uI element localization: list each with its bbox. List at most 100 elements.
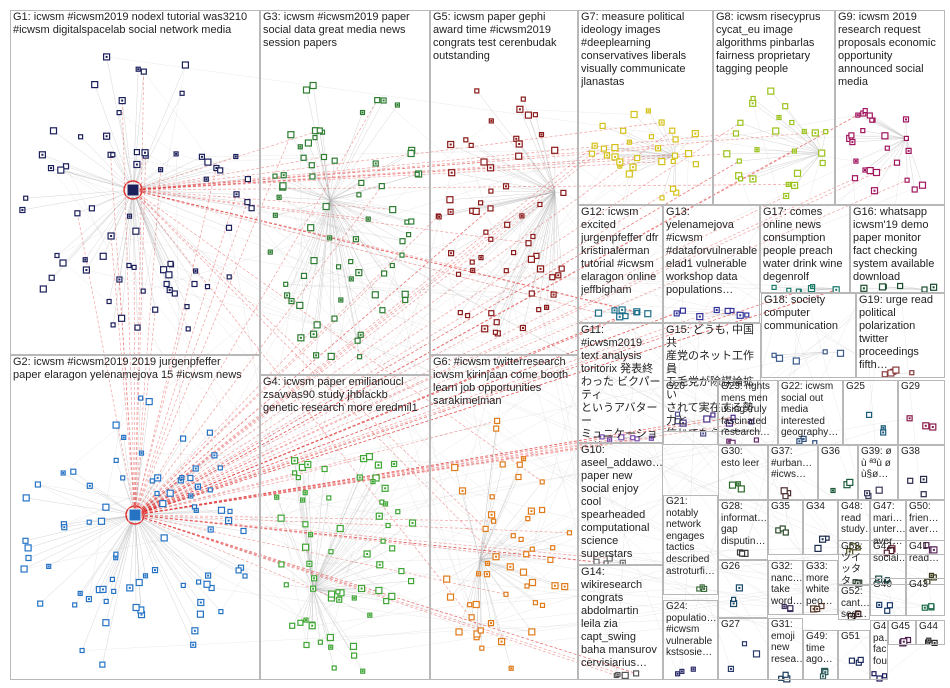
user-node[interactable]: [819, 159, 826, 167]
user-node[interactable]: [782, 671, 789, 678]
user-node[interactable]: [217, 167, 224, 174]
user-node[interactable]: [312, 135, 318, 141]
user-node[interactable]: [22, 537, 29, 544]
user-node[interactable]: [750, 95, 756, 102]
user-node[interactable]: [218, 608, 224, 615]
user-node[interactable]: [659, 195, 665, 201]
user-node[interactable]: [167, 260, 174, 267]
user-node[interactable]: [670, 158, 676, 164]
user-node[interactable]: [160, 266, 168, 274]
user-node[interactable]: [131, 264, 137, 270]
user-node[interactable]: [520, 96, 526, 102]
user-node[interactable]: [468, 614, 475, 621]
user-node[interactable]: [25, 554, 32, 562]
user-node[interactable]: [166, 489, 174, 497]
user-node[interactable]: [528, 290, 535, 297]
user-node[interactable]: [399, 252, 405, 258]
user-node[interactable]: [97, 517, 106, 525]
user-node[interactable]: [611, 144, 619, 152]
user-node[interactable]: [217, 506, 226, 514]
user-node[interactable]: [414, 171, 420, 177]
user-node[interactable]: [884, 607, 891, 614]
user-node[interactable]: [152, 306, 159, 313]
user-node[interactable]: [316, 127, 323, 134]
user-node[interactable]: [489, 494, 495, 500]
user-node[interactable]: [710, 412, 716, 418]
user-node[interactable]: [527, 255, 536, 263]
user-node[interactable]: [473, 630, 481, 638]
user-node[interactable]: [283, 582, 289, 588]
user-node[interactable]: [132, 227, 140, 235]
user-node[interactable]: [327, 352, 335, 360]
user-node[interactable]: [744, 312, 750, 318]
user-node[interactable]: [893, 159, 901, 166]
user-node[interactable]: [207, 487, 213, 493]
user-node[interactable]: [374, 96, 381, 104]
user-node[interactable]: [349, 642, 358, 651]
user-node[interactable]: [455, 628, 463, 636]
user-node[interactable]: [789, 119, 795, 126]
user-node[interactable]: [519, 568, 528, 576]
user-node[interactable]: [446, 196, 454, 204]
user-node[interactable]: [566, 530, 573, 536]
user-node[interactable]: [235, 567, 242, 574]
user-node[interactable]: [379, 307, 386, 314]
user-node[interactable]: [477, 627, 484, 634]
user-node[interactable]: [389, 206, 397, 214]
user-node[interactable]: [308, 162, 315, 169]
user-node[interactable]: [457, 310, 463, 316]
user-node[interactable]: [539, 602, 546, 609]
user-node[interactable]: [772, 127, 780, 135]
user-node[interactable]: [558, 265, 565, 272]
user-node[interactable]: [752, 650, 761, 658]
user-node[interactable]: [307, 224, 315, 232]
user-node[interactable]: [767, 87, 775, 95]
user-node[interactable]: [588, 150, 596, 157]
user-node[interactable]: [310, 257, 318, 265]
user-node[interactable]: [406, 232, 412, 238]
user-node[interactable]: [179, 90, 185, 96]
user-node[interactable]: [620, 127, 627, 134]
user-node[interactable]: [560, 189, 567, 196]
user-node[interactable]: [528, 628, 536, 636]
user-node[interactable]: [748, 419, 755, 425]
user-node[interactable]: [303, 641, 310, 649]
user-node[interactable]: [204, 158, 212, 166]
user-node[interactable]: [79, 647, 85, 654]
user-node[interactable]: [111, 588, 117, 595]
user-node[interactable]: [110, 152, 116, 158]
user-node[interactable]: [732, 130, 740, 137]
user-node[interactable]: [928, 603, 935, 610]
user-node[interactable]: [600, 145, 608, 152]
user-node[interactable]: [488, 236, 494, 242]
user-node[interactable]: [621, 671, 629, 680]
user-node[interactable]: [22, 494, 30, 502]
user-node[interactable]: [911, 186, 918, 193]
user-node[interactable]: [871, 671, 877, 677]
user-node[interactable]: [149, 478, 155, 484]
user-node[interactable]: [778, 675, 784, 681]
user-node[interactable]: [62, 163, 70, 170]
user-node[interactable]: [24, 544, 32, 552]
user-node[interactable]: [909, 370, 915, 376]
user-node[interactable]: [304, 139, 312, 147]
user-node[interactable]: [408, 577, 415, 585]
user-node[interactable]: [634, 310, 640, 316]
user-node[interactable]: [632, 670, 640, 677]
user-node[interactable]: [737, 176, 744, 182]
user-node[interactable]: [204, 284, 211, 290]
user-node[interactable]: [904, 177, 910, 183]
user-node[interactable]: [483, 229, 489, 235]
user-node[interactable]: [862, 107, 868, 114]
user-node[interactable]: [381, 270, 388, 277]
user-node[interactable]: [77, 134, 84, 140]
user-node[interactable]: [317, 639, 323, 645]
user-node[interactable]: [530, 233, 536, 240]
user-node[interactable]: [135, 578, 143, 587]
user-node[interactable]: [875, 486, 883, 494]
user-node[interactable]: [792, 357, 800, 365]
user-node[interactable]: [180, 435, 187, 442]
user-node[interactable]: [331, 315, 338, 322]
user-node[interactable]: [896, 282, 904, 290]
user-node[interactable]: [630, 110, 638, 119]
